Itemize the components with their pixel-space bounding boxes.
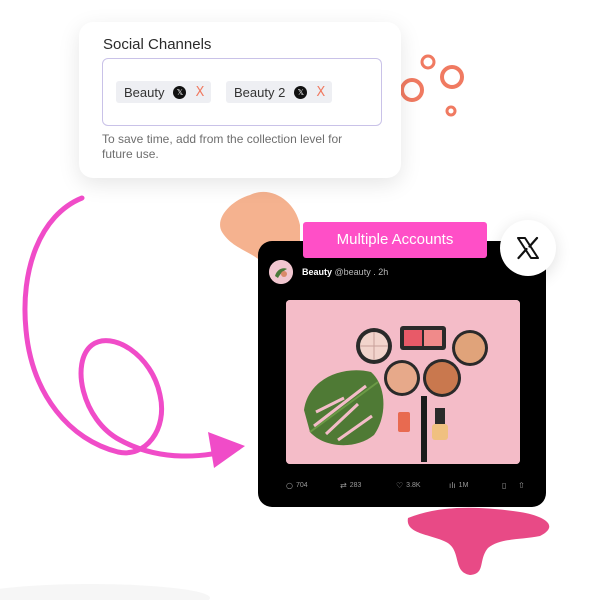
multiple-accounts-badge: Multiple Accounts [303, 222, 487, 258]
views-icon: ılı [449, 481, 456, 490]
x-logo-icon [517, 236, 539, 260]
channels-input[interactable]: Beauty 𝕏 X Beauty 2 𝕏 X [102, 58, 382, 126]
post-actions-bar: ○ 704 ⇄ 283 ♡ 3.8K ılı 1M ▯ ⇧ [286, 481, 525, 495]
reply-icon: ○ [286, 481, 293, 490]
views-action[interactable]: ılı 1M [449, 481, 468, 490]
post-author-handle: @beauty [334, 267, 371, 277]
chip-label: Beauty [124, 84, 165, 100]
pink-splash [407, 507, 550, 575]
repost-count: 283 [349, 482, 362, 489]
arrow-head [208, 432, 245, 468]
bottom-glow [0, 584, 210, 600]
circles-decoration [400, 54, 464, 117]
reply-count: 704 [295, 482, 308, 489]
share-action[interactable]: ⇧ [518, 481, 525, 490]
remove-chip-button[interactable]: X [195, 84, 205, 100]
like-action[interactable]: ♡ 3.8K [396, 481, 421, 490]
channels-hint-text: To save time, add from the collection le… [102, 132, 343, 161]
avatar [269, 260, 293, 284]
bookmark-action[interactable]: ▯ [502, 481, 506, 490]
x-logo-icon: 𝕏 [294, 85, 308, 99]
remove-chip-button[interactable]: X [316, 84, 326, 100]
like-count: 3.8K [406, 482, 421, 489]
reply-action[interactable]: ○ 704 [286, 481, 308, 490]
social-channels-card: Social Channels Beauty 𝕏 X Beauty 2 𝕏 X … [79, 22, 401, 178]
heart-icon: ♡ [396, 481, 404, 490]
post-header: Beauty @beauty . 2h [302, 267, 388, 277]
bookmark-icon: ▯ [502, 481, 507, 490]
views-count: 1M [458, 482, 469, 489]
chip-label: Beauty 2 [234, 84, 286, 100]
post-author-name: Beauty [302, 267, 333, 277]
social-channels-title: Social Channels [103, 36, 212, 53]
channel-chip-beauty: Beauty 𝕏 X [116, 81, 212, 103]
repost-icon: ⇄ [340, 481, 347, 490]
repost-action[interactable]: ⇄ 283 [340, 481, 361, 490]
x-network-button[interactable] [500, 220, 556, 276]
post-preview-card: Beauty @beauty . 2h [258, 241, 546, 507]
swirl-arrow [22, 195, 241, 459]
post-time: . 2h [373, 267, 389, 277]
x-logo-icon: 𝕏 [173, 85, 187, 99]
share-icon: ⇧ [518, 481, 525, 490]
channel-chip-beauty-2: Beauty 2 𝕏 X [226, 81, 333, 103]
leaf-illustration [304, 370, 384, 446]
post-image [286, 300, 520, 464]
